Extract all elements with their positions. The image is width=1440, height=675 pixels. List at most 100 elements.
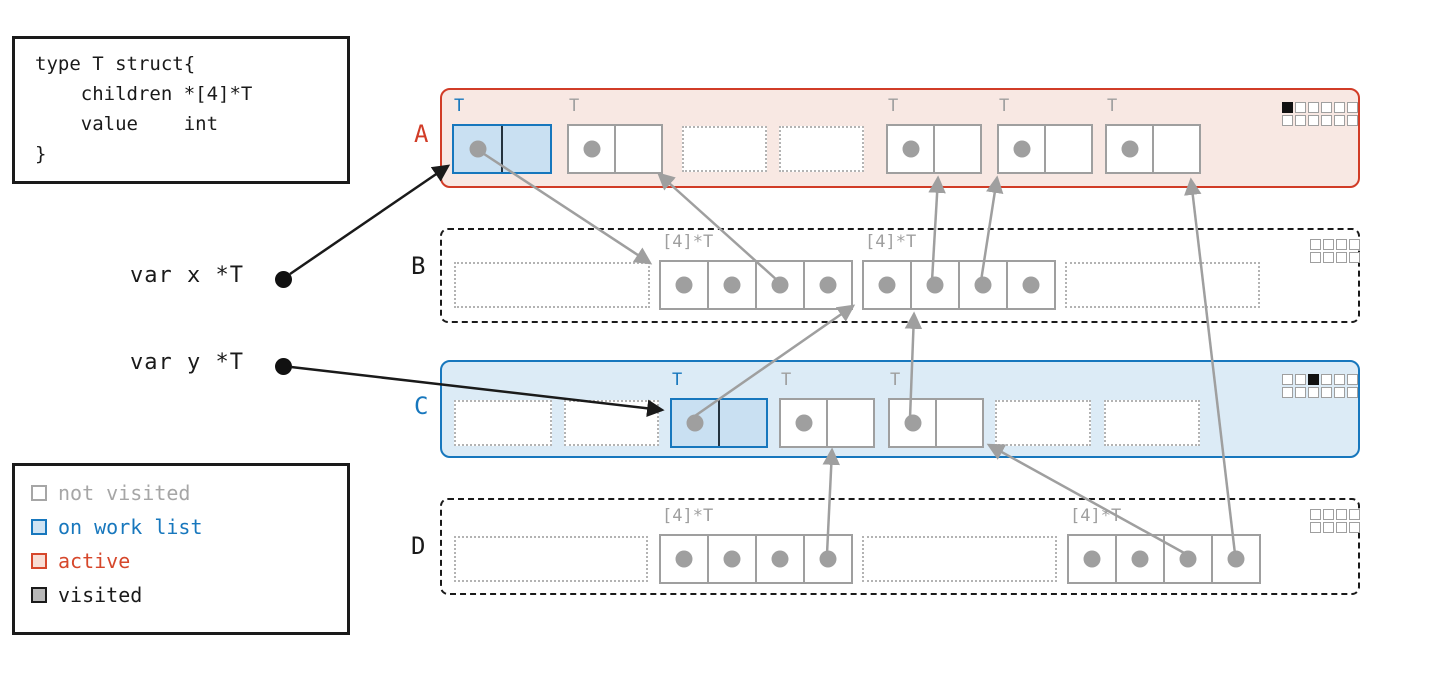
mark-bit-clear (1323, 252, 1334, 263)
legend-label: not visited (58, 481, 191, 505)
value-cell (937, 400, 982, 446)
legend-label: visited (58, 583, 143, 607)
children-pointer-cell (672, 400, 720, 446)
free-slot (1104, 400, 1200, 446)
children-pointer-cell (569, 126, 616, 172)
array-slot-cell (1117, 536, 1165, 582)
value-cell (503, 126, 550, 172)
mark-bit-clear (1310, 509, 1321, 520)
free-slot (995, 400, 1091, 446)
mark-bit-clear (1295, 374, 1306, 385)
array-d2 (1067, 534, 1261, 584)
var-x-pointer-dot (275, 271, 292, 288)
visited-swatch-icon (31, 587, 47, 603)
mark-bitmap-c (1282, 374, 1358, 398)
object-c1-on-worklist (670, 398, 768, 448)
value-cell (1046, 126, 1091, 172)
array-slot-cell (805, 536, 851, 582)
mark-bit-clear (1310, 252, 1321, 263)
span-b: [4]*T [4]*T (440, 228, 1360, 323)
object-a4 (997, 124, 1093, 174)
array-slot-cell (805, 262, 851, 308)
type-label: T (1107, 96, 1118, 116)
mark-bit-clear (1347, 387, 1358, 398)
mark-bit-clear (1334, 115, 1345, 126)
mark-bit-clear (1295, 387, 1306, 398)
array-slot-cell (661, 262, 709, 308)
children-pointer-cell (890, 400, 937, 446)
type-label: T (888, 96, 899, 116)
value-cell (616, 126, 661, 172)
free-slot (779, 126, 864, 172)
array-slot-cell (757, 262, 805, 308)
children-pointer-cell (454, 126, 503, 172)
type-label: T (569, 96, 580, 116)
legend: not visited on work list active visited (12, 463, 350, 635)
type-label: [4]*T (1070, 506, 1122, 526)
var-y-label: var y *T (130, 350, 244, 375)
free-slot (682, 126, 767, 172)
struct-definition-box: type T struct{ children *[4]*T value int… (12, 36, 350, 184)
active-swatch-icon (31, 553, 47, 569)
mark-bit-clear (1295, 115, 1306, 126)
mark-bit-clear (1347, 115, 1358, 126)
legend-item-not-visited: not visited (31, 481, 347, 505)
array-slot-cell (757, 536, 805, 582)
array-slot-cell (1069, 536, 1117, 582)
mark-bit-clear (1282, 387, 1293, 398)
type-label: T (890, 370, 901, 390)
code-line: value int (35, 113, 219, 135)
mark-bit-clear (1295, 102, 1306, 113)
mark-bit-clear (1308, 102, 1319, 113)
type-label: T (781, 370, 792, 390)
object-c3 (888, 398, 984, 448)
mark-bit-clear (1349, 509, 1360, 520)
mark-bit-clear (1336, 522, 1347, 533)
mark-bit-clear (1334, 374, 1345, 385)
free-slot (564, 400, 659, 446)
mark-bit-clear (1334, 102, 1345, 113)
mark-bit-clear (1334, 387, 1345, 398)
span-d: [4]*T [4]*T (440, 498, 1360, 595)
mark-bit-clear (1321, 387, 1332, 398)
mark-bit-clear (1310, 239, 1321, 250)
span-a: T T T T T (440, 88, 1360, 188)
type-label: [4]*T (662, 506, 714, 526)
type-label: [4]*T (662, 232, 714, 252)
span-c-label: C (414, 392, 429, 420)
free-slot (454, 536, 648, 582)
legend-label: on work list (58, 515, 203, 539)
mark-bitmap-b (1310, 239, 1360, 263)
array-slot-cell (960, 262, 1008, 308)
mark-bit-clear (1336, 239, 1347, 250)
mark-bit-clear (1336, 509, 1347, 520)
value-cell (720, 400, 766, 446)
array-slot-cell (661, 536, 709, 582)
legend-item-active: active (31, 549, 347, 573)
object-a2 (567, 124, 663, 174)
value-cell (828, 400, 873, 446)
mark-bit-clear (1347, 102, 1358, 113)
mark-bit-clear (1308, 115, 1319, 126)
mark-bit-clear (1282, 115, 1293, 126)
mark-bitmap-a (1282, 102, 1358, 126)
span-b-label: B (411, 252, 426, 280)
array-slot-cell (709, 262, 757, 308)
array-slot-cell (1008, 262, 1054, 308)
mark-bitmap-d (1310, 509, 1360, 533)
on-work-list-swatch-icon (31, 519, 47, 535)
span-d-label: D (411, 532, 426, 560)
mark-bit-clear (1323, 509, 1334, 520)
code-line: } (35, 143, 47, 165)
children-pointer-cell (1107, 126, 1154, 172)
type-label: T (999, 96, 1010, 116)
mark-bit-clear (1308, 387, 1319, 398)
var-y-pointer-dot (275, 358, 292, 375)
array-slot-cell (1213, 536, 1259, 582)
children-pointer-cell (781, 400, 828, 446)
legend-label: active (58, 549, 131, 573)
mark-bit-clear (1336, 252, 1347, 263)
mark-bit-clear (1321, 115, 1332, 126)
array-slot-cell (864, 262, 912, 308)
mark-bit-set (1308, 374, 1319, 385)
